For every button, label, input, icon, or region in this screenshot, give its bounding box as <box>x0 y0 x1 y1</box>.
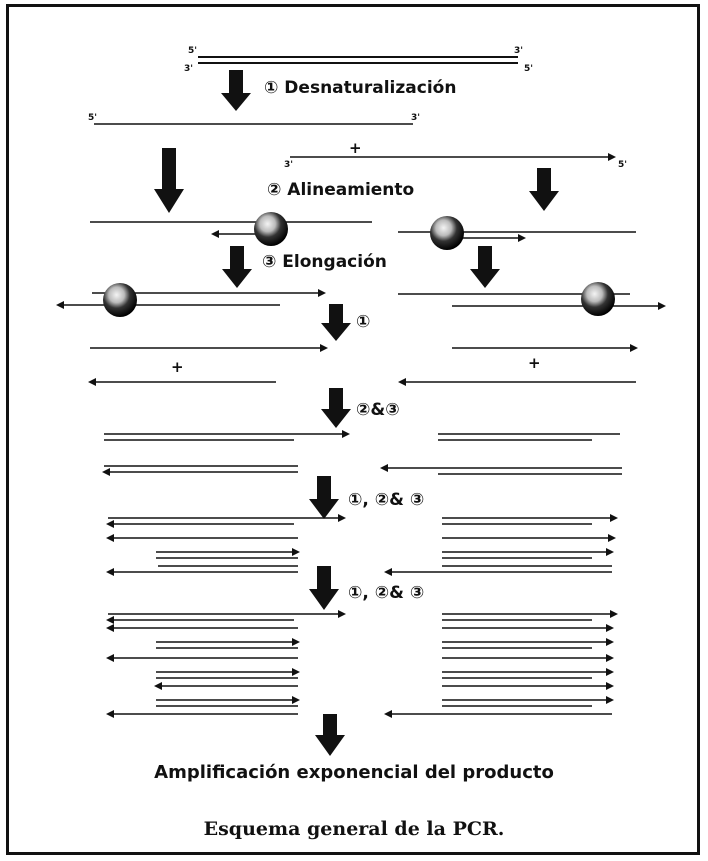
down-arrow <box>309 566 339 610</box>
annealed-strand <box>90 212 372 246</box>
end-label-3: 3' <box>184 64 193 74</box>
end-label-3: 3' <box>411 113 420 123</box>
down-arrow <box>315 714 345 756</box>
step-denaturation-label: ① Desnaturalización <box>264 78 456 98</box>
polymerase-icon <box>254 212 288 246</box>
down-arrow <box>309 476 339 519</box>
plus-sign: + <box>349 139 362 157</box>
polymerase-icon <box>581 282 615 316</box>
cycle-step-all-label: ①, ②& ③ <box>348 583 424 603</box>
result-label: Amplificación exponencial del producto <box>0 762 708 783</box>
plus-sign: + <box>171 358 184 376</box>
plus-sign: + <box>528 354 541 372</box>
down-arrow <box>470 246 500 288</box>
down-arrow <box>321 388 351 428</box>
polymerase-icon <box>430 216 464 250</box>
single-strand: 5' 3' <box>88 113 420 124</box>
down-arrow <box>221 70 251 111</box>
down-arrow <box>222 246 252 288</box>
down-arrow <box>154 148 184 213</box>
cycle-step-2-3-label: ②&③ <box>356 400 400 420</box>
single-strand: 3' 5' <box>284 157 627 170</box>
cycle-step-all-label: ①, ②& ③ <box>348 490 424 510</box>
strand-pair <box>104 434 348 472</box>
down-arrow <box>529 168 559 211</box>
end-label-5: 5' <box>618 160 627 170</box>
figure-caption: Esquema general de la PCR. <box>0 818 708 840</box>
end-label-3: 3' <box>514 46 523 56</box>
strand-pair <box>90 348 326 382</box>
polymerase-icon <box>103 283 137 317</box>
product-strands <box>386 518 616 572</box>
end-label-5: 5' <box>524 64 533 74</box>
step-annealing-label: ② Alineamiento <box>267 180 414 200</box>
product-strands <box>108 518 344 572</box>
elongating-strand <box>58 283 324 317</box>
step-elongation-label: ③ Elongación <box>262 252 387 272</box>
end-label-5: 5' <box>188 46 197 56</box>
product-strands <box>386 614 616 714</box>
annealed-strand <box>398 216 636 250</box>
cycle-step-1-label: ① <box>356 312 370 332</box>
template-double-strand: 5' 3' 3' 5' <box>184 46 533 74</box>
strand-pair <box>400 348 636 382</box>
product-strands <box>108 614 344 714</box>
down-arrow <box>321 304 351 341</box>
strand-pair <box>382 434 622 474</box>
elongating-strand <box>398 282 664 316</box>
end-label-3: 3' <box>284 160 293 170</box>
end-label-5: 5' <box>88 113 97 123</box>
